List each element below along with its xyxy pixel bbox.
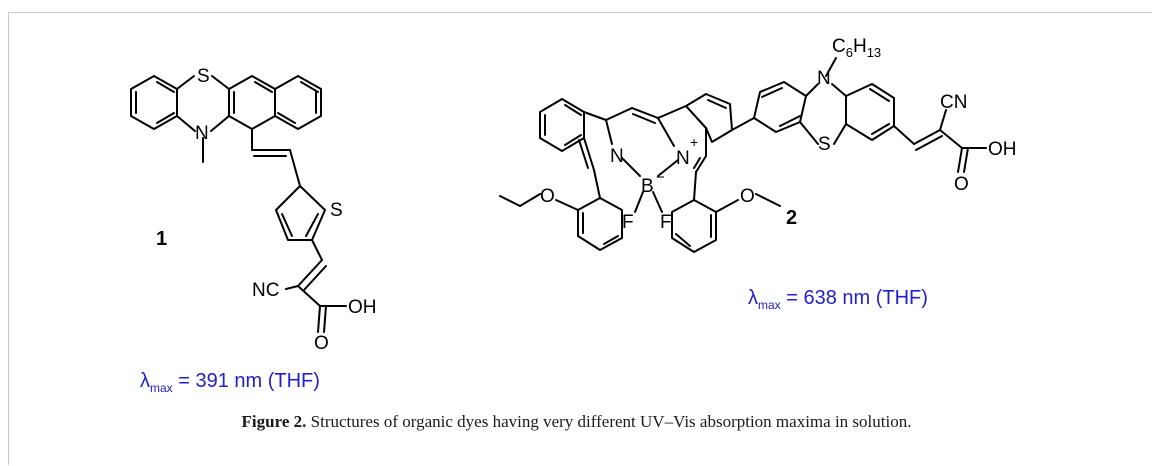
c2-atom-f2: F (660, 212, 672, 233)
c2-atom-o-left: O (540, 186, 555, 207)
c2-plus-charge: + (690, 134, 698, 150)
figure-caption: Figure 2. Structures of organic dyes hav… (0, 412, 1153, 432)
compound-2-structure (499, 57, 987, 253)
figure-caption-label: Figure 2. (241, 412, 307, 431)
c1-atom-n: N (195, 123, 209, 144)
compound-1-lambda: λmax = 391 nm (THF) (140, 370, 320, 395)
c2-atom-n-left: N (610, 146, 624, 167)
c2-atom-f1: F (622, 212, 634, 233)
c2-atom-n-right: N (676, 148, 690, 169)
c2-hexyl-label: C6H13 (832, 36, 881, 60)
c2-atom-b: B (641, 176, 654, 197)
compound-2-labels: N N + B − F F O O N C6H13 S CN OH O 2 λm… (540, 36, 1017, 312)
compound-1-labels: S N S NC OH O 1 λmax = 391 nm (THF) (140, 66, 377, 395)
c1-atom-o: O (314, 333, 329, 354)
c2-atom-n-top: N (817, 68, 831, 89)
c2-atom-o-acid: O (954, 174, 969, 195)
c2-atom-o-right: O (740, 186, 755, 207)
compound-1-number: 1 (156, 228, 167, 250)
compound-2-lambda: λmax = 638 nm (THF) (748, 287, 928, 312)
c2-atom-s: S (818, 134, 831, 155)
compound-2-number: 2 (786, 207, 797, 229)
figure-frame (8, 12, 1152, 465)
c1-atom-oh: OH (348, 297, 377, 318)
c1-atom-nc: NC (252, 280, 279, 301)
c1-atom-s: S (197, 66, 210, 87)
c2-atom-cn: CN (940, 92, 967, 113)
c1-atom-s-thiophene: S (330, 200, 343, 221)
compound-1-structure (130, 75, 347, 333)
figure-caption-text: Structures of organic dyes having very d… (306, 412, 912, 431)
c2-atom-oh: OH (988, 139, 1017, 160)
c2-minus-charge: − (656, 169, 665, 186)
